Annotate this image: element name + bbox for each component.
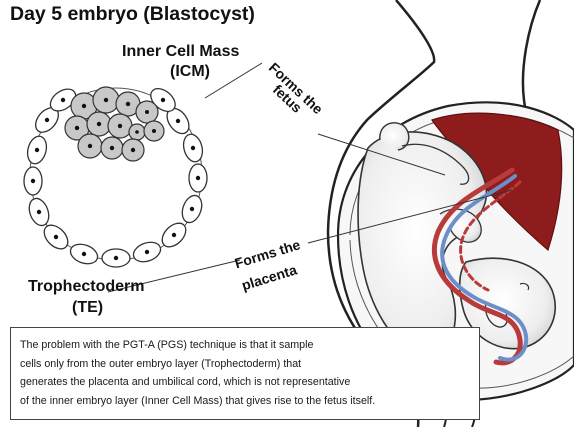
trophectoderm-label: Trophectoderm	[28, 279, 144, 295]
explanation-line-4: of the inner embryo layer (Inner Cell Ma…	[20, 392, 479, 411]
diagram-title: Day 5 embryo (Blastocyst)	[10, 5, 255, 25]
explanation-box: The problem with the PGT-A (PGS) techniq…	[10, 327, 480, 420]
icm-abbreviation: (ICM)	[170, 64, 210, 80]
explanation-line-1: The problem with the PGT-A (PGS) techniq…	[20, 336, 479, 355]
explanation-line-2: cells only from the outer embryo layer (…	[20, 355, 479, 374]
blastocyst-diagram	[24, 84, 207, 267]
explanation-line-3: generates the placenta and umbilical cor…	[20, 373, 479, 392]
icm-label: Inner Cell Mass	[122, 44, 239, 60]
trophectoderm-abbreviation: (TE)	[72, 300, 103, 316]
